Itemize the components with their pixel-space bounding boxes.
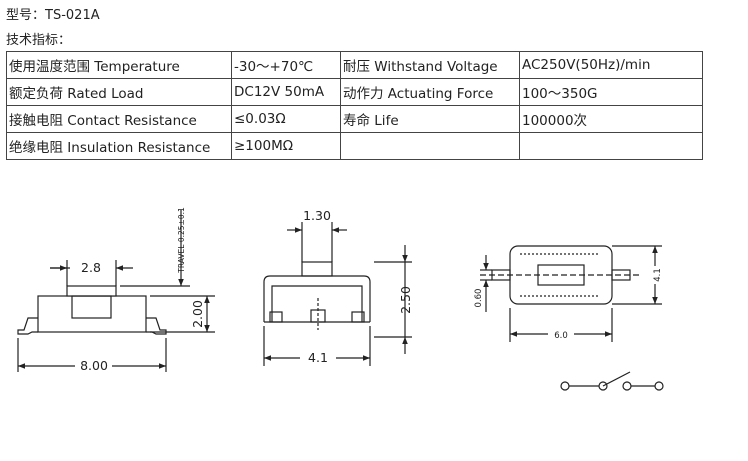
spec-name: 绝缘电阻 Insulation Resistance [6,132,232,160]
table-row: 绝缘电阻 Insulation Resistance ≥100MΩ [6,132,703,160]
dim-top-height: 4.1 [653,268,663,282]
spec-name: 接触电阻 Contact Resistance [6,105,232,133]
model-label: 型号： [6,8,46,23]
spec-table: 使用温度范围 Temperature -30～+70℃ 耐压 Withstand… [6,51,703,160]
spec-value: ≥100MΩ [231,132,341,160]
side-view [17,210,215,372]
spec-name: 使用温度范围 Temperature [6,51,232,79]
dim-front-width: 4.1 [308,350,328,365]
spec-value [519,132,703,160]
dim-travel: TRAVEL 0.25±0.1 [177,207,186,274]
spec-value: AC250V(50Hz)/min [519,51,703,79]
front-view [263,222,412,366]
dim-side-height: 2.00 [190,300,205,328]
dim-top-terminal: 0.60 [474,289,484,308]
dim-front-actuator: 1.30 [303,208,331,223]
dim-front-height: 2.50 [398,286,413,314]
table-row: 接触电阻 Contact Resistance ≤0.03Ω 寿命 Life 1… [6,105,703,133]
spec-value: -30～+70℃ [231,51,341,79]
table-row: 使用温度范围 Temperature -30～+70℃ 耐压 Withstand… [6,51,703,79]
spec-value: DC12V 50mA [231,78,341,106]
dim-side-total: 8.00 [80,358,108,373]
spec-value: 100～350G [519,78,703,106]
technical-drawing: 2.8 8.00 2.00 TRAVEL 0.25±0.1 1.30 2.50 … [17,207,664,391]
spec-value: 100000次 [519,105,703,133]
dim-top-width: 6.0 [554,331,568,341]
spec-name: 动作力 Actuating Force [340,78,520,106]
spec-name: 寿命 Life [340,105,520,133]
spec-heading: 技术指标： [6,33,72,48]
spec-name [340,132,520,160]
dim-side-actuator: 2.8 [81,260,101,275]
top-view [480,245,662,342]
switch-symbol [560,371,664,391]
model-value: TS-021A [45,8,100,23]
table-row: 额定负荷 Rated Load DC12V 50mA 动作力 Actuating… [6,78,703,106]
spec-name: 耐压 Withstand Voltage [340,51,520,79]
spec-name: 额定负荷 Rated Load [6,78,232,106]
model-line: 型号：TS-021A [6,4,100,23]
spec-value: ≤0.03Ω [231,105,341,133]
